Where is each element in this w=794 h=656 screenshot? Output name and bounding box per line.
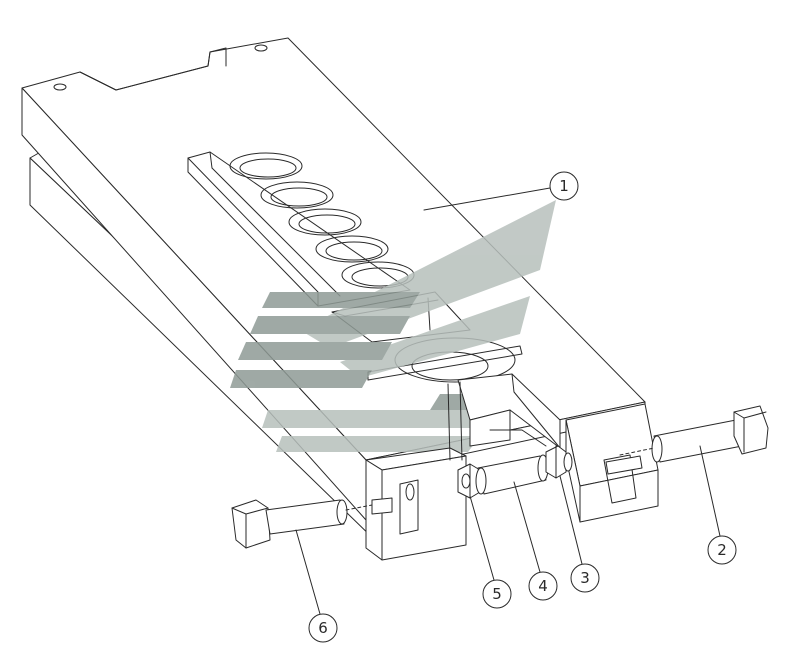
lens-pocket-4 — [315, 235, 389, 263]
callout-3: 3 — [570, 563, 600, 593]
leader-3 — [559, 475, 583, 565]
callout-label-3: 3 — [580, 569, 590, 587]
callout-label-2: 2 — [717, 541, 727, 559]
lens-holder-strip — [187, 151, 415, 307]
leader-1 — [423, 187, 551, 211]
callout-label-5: 5 — [492, 585, 502, 603]
leader-2 — [699, 445, 721, 537]
bolt-part-6 — [231, 499, 373, 549]
callout-label-4: 4 — [538, 577, 548, 595]
callout-label-6: 6 — [318, 619, 328, 637]
callout-5: 5 — [482, 579, 512, 609]
callout-4: 4 — [528, 571, 558, 601]
nut-part-3 — [545, 445, 573, 479]
callout-label-1: 1 — [559, 177, 569, 195]
lens-pocket-3 — [288, 208, 362, 236]
lens-pocket-1 — [229, 152, 303, 180]
leader-4 — [513, 481, 541, 573]
bolt-part-2 — [619, 405, 769, 463]
callout-1: 1 — [549, 171, 579, 201]
sleeve-part-4 — [475, 454, 549, 495]
callout-2: 2 — [707, 535, 737, 565]
lens-pocket-2 — [260, 181, 334, 209]
right-clamp-block — [565, 403, 659, 523]
leader-5 — [469, 495, 495, 581]
callout-6: 6 — [308, 613, 338, 643]
left-clamp-block — [365, 447, 467, 561]
leader-6 — [295, 529, 321, 615]
leader-lines — [295, 187, 721, 615]
watermark-logo — [230, 200, 556, 452]
